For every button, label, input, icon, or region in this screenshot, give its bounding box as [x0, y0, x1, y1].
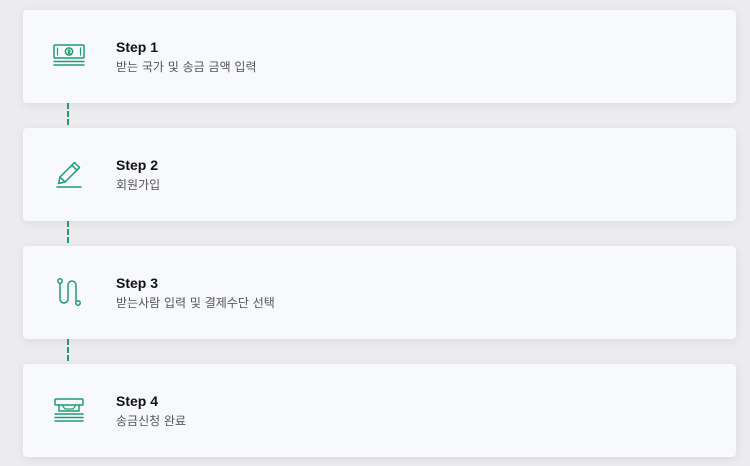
route-icon	[50, 273, 88, 311]
step-card-2: Step 2 회원가입	[23, 128, 736, 221]
step-card-1: Step 1 받는 국가 및 송금 금액 입력	[23, 10, 736, 103]
step-description: 송금신청 완료	[116, 414, 187, 428]
step-description: 받는사람 입력 및 결제수단 선택	[116, 296, 275, 310]
step-connector	[67, 103, 69, 125]
step-title: Step 3	[116, 275, 159, 291]
step-card-4: Step 4 송금신청 완료	[23, 364, 736, 457]
step-description: 받는 국가 및 송금 금액 입력	[116, 60, 257, 74]
step-title: Step 2	[116, 157, 159, 173]
step-connector	[67, 221, 69, 243]
atm-cash-icon	[50, 391, 88, 429]
pencil-icon	[50, 155, 88, 193]
money-icon	[50, 37, 88, 75]
step-title: Step 4	[116, 393, 159, 409]
step-connector	[67, 339, 69, 361]
step-description: 회원가입	[116, 178, 161, 192]
step-title: Step 1	[116, 39, 159, 55]
step-card-3: Step 3 받는사람 입력 및 결제수단 선택	[23, 246, 736, 339]
